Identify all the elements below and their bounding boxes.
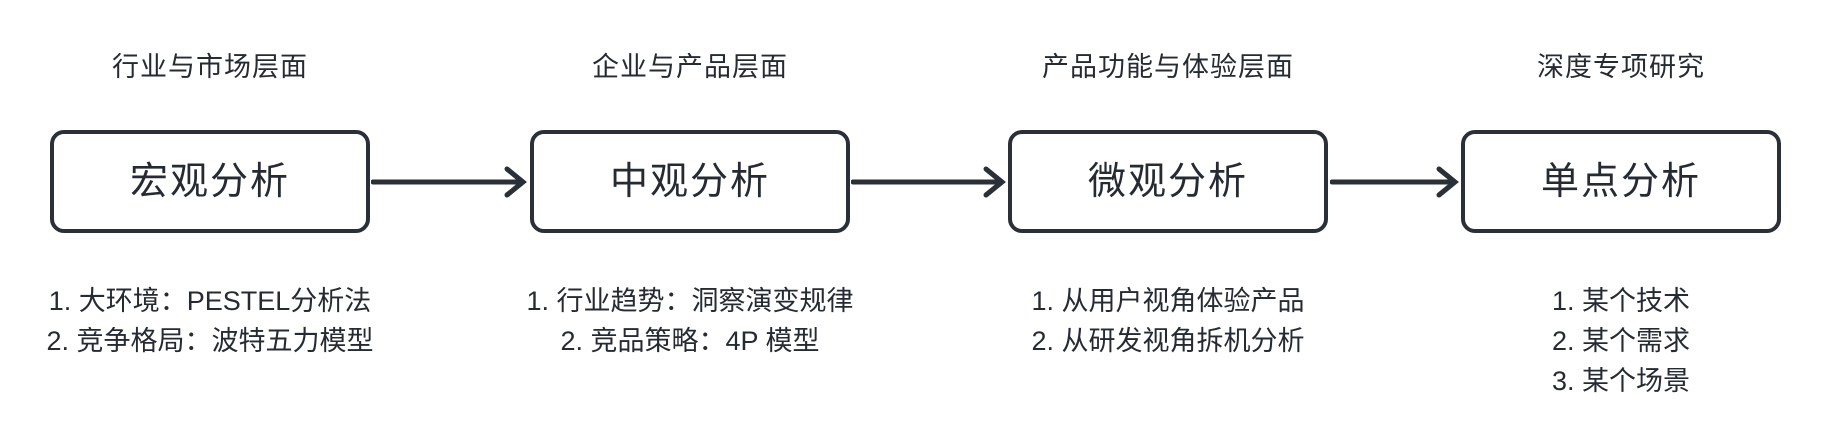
- stage-header: 深度专项研究: [1537, 52, 1705, 82]
- stage-column-micro: 产品功能与体验层面 微观分析 1. 从用户视角体验产品 2. 从研发视角拆机分析: [958, 0, 1378, 447]
- note-line: 3. 某个场景: [1551, 366, 1691, 396]
- stage-notes: 1. 行业趋势：洞察演变规律 2. 竞品策略：4P 模型: [480, 281, 900, 361]
- note-line: 1. 从用户视角体验产品: [1031, 286, 1305, 316]
- arrow-right-icon: [851, 166, 1006, 198]
- note-line: 2. 竞争格局：波特五力模型: [46, 326, 374, 356]
- note-line: 1. 某个技术: [1551, 286, 1691, 316]
- stage-column-single-point: 深度专项研究 单点分析 1. 某个技术 2. 某个需求 3. 某个场景: [1411, 0, 1830, 447]
- stage-node-box: 微观分析: [1008, 130, 1328, 233]
- note-line: 2. 竞品策略：4P 模型: [560, 326, 820, 356]
- arrow-right-icon: [371, 166, 527, 198]
- arrow-right-icon: [1330, 166, 1459, 198]
- stage-node-label: 单点分析: [1540, 160, 1701, 203]
- stage-node-box: 单点分析: [1461, 130, 1781, 233]
- stage-header: 行业与市场层面: [112, 52, 308, 82]
- note-line: 2. 某个需求: [1551, 326, 1691, 356]
- stage-node-label: 宏观分析: [129, 160, 290, 203]
- stage-column-macro: 行业与市场层面 宏观分析 1. 大环境：PESTEL分析法 2. 竞争格局：波特…: [0, 0, 420, 447]
- stage-node-box: 宏观分析: [50, 130, 370, 233]
- stage-notes: 1. 某个技术 2. 某个需求 3. 某个场景: [1411, 281, 1830, 401]
- stage-notes: 1. 大环境：PESTEL分析法 2. 竞争格局：波特五力模型: [0, 281, 420, 361]
- stage-node-box: 中观分析: [530, 130, 850, 233]
- note-line: 1. 行业趋势：洞察演变规律: [526, 286, 854, 316]
- note-line: 1. 大环境：PESTEL分析法: [48, 286, 372, 316]
- stage-node-label: 中观分析: [609, 160, 770, 203]
- stage-column-meso: 企业与产品层面 中观分析 1. 行业趋势：洞察演变规律 2. 竞品策略：4P 模…: [480, 0, 900, 447]
- stage-notes: 1. 从用户视角体验产品 2. 从研发视角拆机分析: [958, 281, 1378, 361]
- stage-header: 产品功能与体验层面: [1042, 52, 1294, 82]
- note-line: 2. 从研发视角拆机分析: [1031, 326, 1305, 356]
- stage-node-label: 微观分析: [1087, 160, 1248, 203]
- stage-header: 企业与产品层面: [592, 52, 788, 82]
